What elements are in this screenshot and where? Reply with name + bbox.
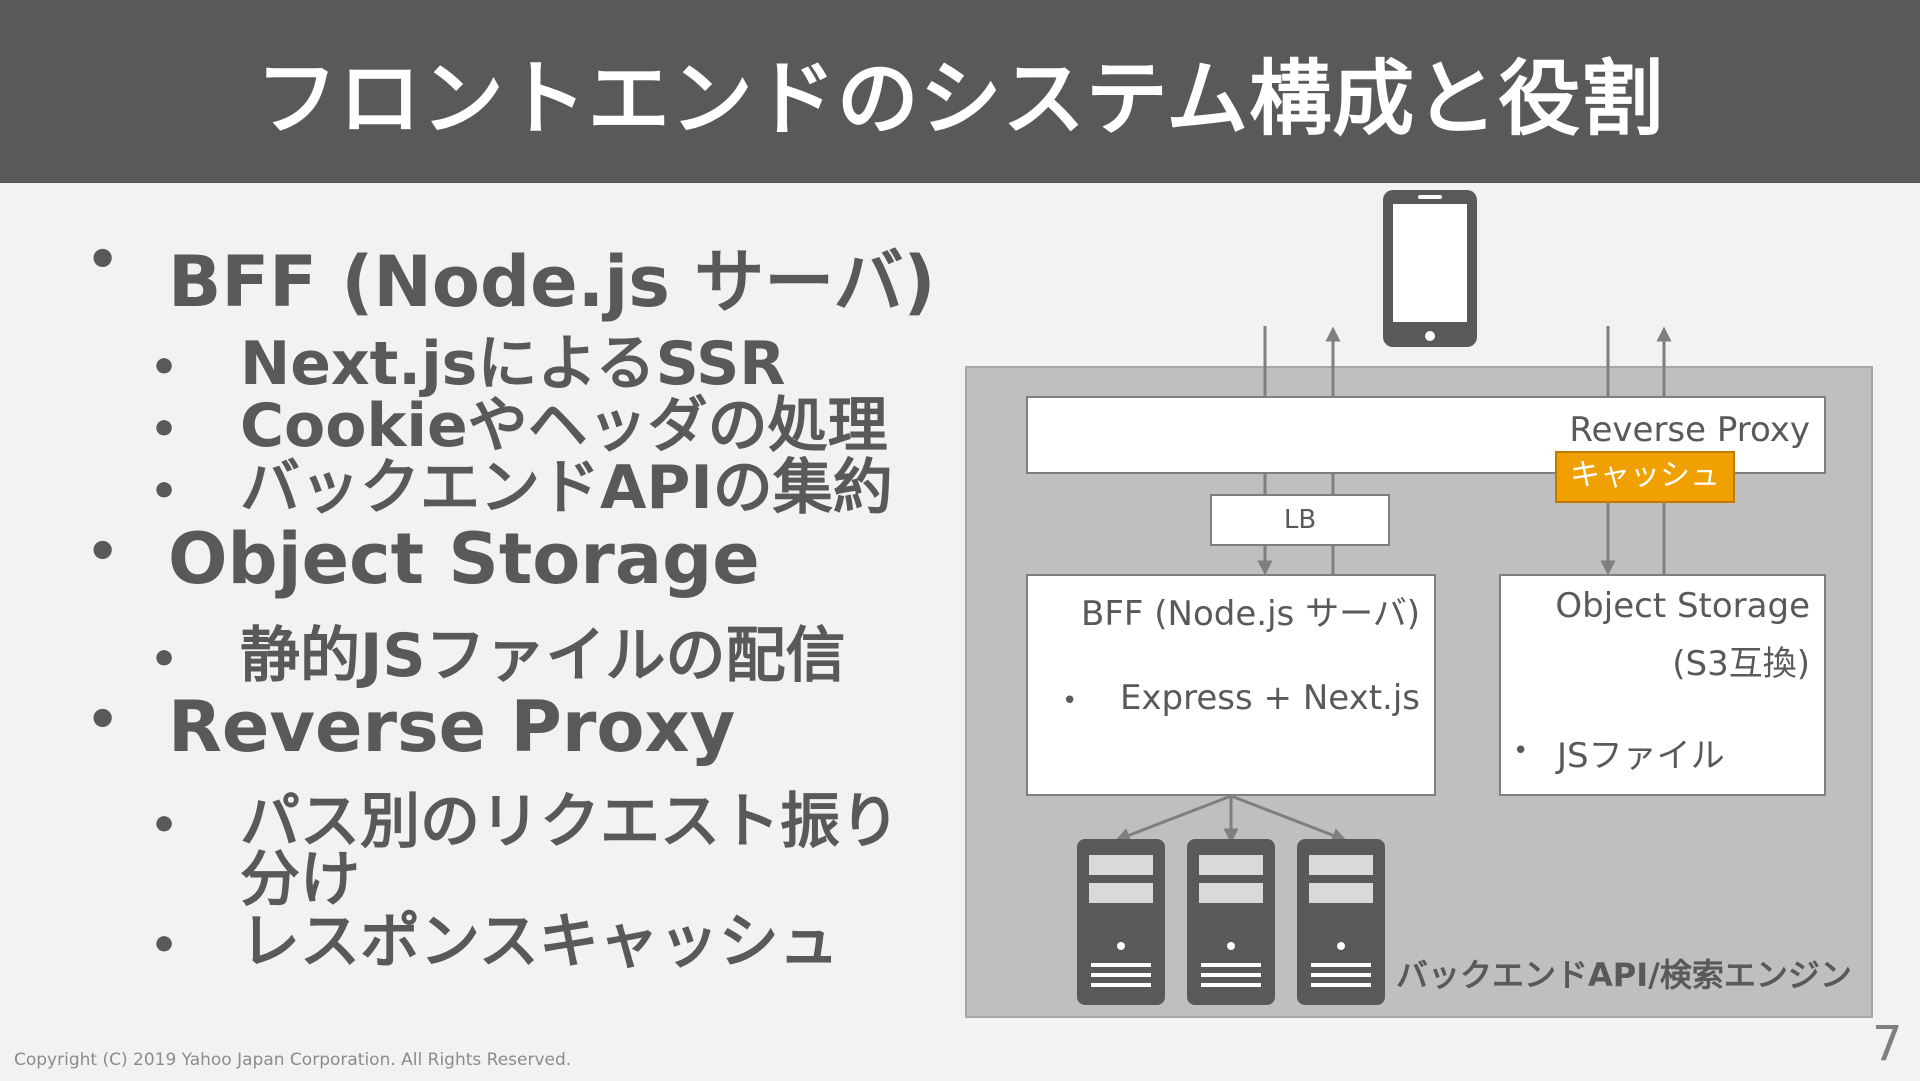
cache-badge: キャッシュ bbox=[1555, 451, 1735, 503]
slide-title: フロントエンドのシステム構成と役割 bbox=[255, 52, 1665, 147]
bullet-proxy-routing-cont: 分け bbox=[240, 845, 360, 915]
title-bar: フロントエンドのシステム構成と役割 bbox=[0, 0, 1920, 183]
object-storage-title: Object Storage bbox=[1555, 586, 1810, 626]
arrow-bff-to-server-1 bbox=[1115, 794, 1232, 843]
bullet-bff-ssr: • Next.jsによるSSR bbox=[150, 329, 786, 399]
copyright-footer: Copyright (C) 2019 Yahoo Japan Corporati… bbox=[14, 1050, 572, 1070]
backend-label: バックエンドAPI/検索エンジン bbox=[1396, 956, 1852, 994]
bff-box-item: Express + Next.js bbox=[1119, 678, 1420, 718]
bullet-storage: • Object Storage bbox=[86, 518, 760, 600]
bullet-proxy-routing: • パス別のリクエスト振り bbox=[150, 787, 900, 857]
bullet-proxy: • Reverse Proxy bbox=[86, 686, 736, 768]
bullet-proxy-cache: • レスポンスキャッシュ bbox=[150, 907, 839, 977]
object-storage-item: JSファイル bbox=[1557, 736, 1725, 776]
object-storage-bullet: • bbox=[1513, 736, 1529, 766]
bff-box: BFF (Node.js サーバ) • Express + Next.js bbox=[1026, 574, 1436, 796]
smartphone-icon bbox=[1383, 190, 1477, 347]
page-number: 7 bbox=[1872, 1016, 1903, 1072]
bullet-bff: • BFF (Node.js サーバ) bbox=[86, 230, 936, 323]
reverse-proxy-box: Reverse Proxy bbox=[1026, 396, 1826, 474]
object-storage-subtitle: (S3互換) bbox=[1672, 644, 1810, 684]
reverse-proxy-label: Reverse Proxy bbox=[1569, 410, 1810, 450]
server-icon bbox=[1187, 839, 1275, 1005]
server-icon bbox=[1077, 839, 1165, 1005]
arrow-bff-to-server-3 bbox=[1230, 794, 1347, 843]
bff-box-title: BFF (Node.js サーバ) bbox=[1081, 594, 1420, 634]
lb-box: LB bbox=[1210, 494, 1390, 546]
bullet-storage-js: • 静的JSファイルの配信 bbox=[150, 621, 846, 691]
lb-label: LB bbox=[1283, 505, 1317, 535]
bullet-bff-aggregate: • バックエンドAPIの集約 bbox=[150, 453, 893, 523]
server-icon bbox=[1297, 839, 1385, 1005]
bullet-bff-cookie: • Cookieやヘッダの処理 bbox=[150, 391, 888, 461]
bff-box-bullet: • bbox=[1062, 686, 1078, 716]
object-storage-box: Object Storage (S3互換) • JSファイル bbox=[1499, 574, 1826, 796]
